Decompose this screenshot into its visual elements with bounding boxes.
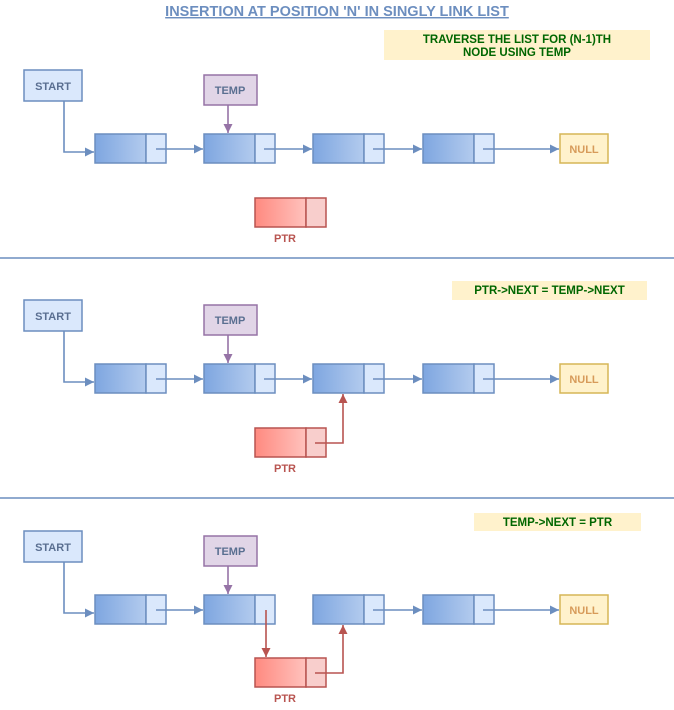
list-node-4-data-cell [422, 594, 475, 625]
next-arrow-head [413, 144, 422, 154]
ptr-node-data-cell [254, 197, 307, 228]
ptr-label: PTR [274, 693, 296, 705]
null-label: NULL [569, 374, 599, 386]
start-arrow-head [85, 147, 94, 157]
next-arrow-head [303, 144, 312, 154]
null-box [559, 363, 609, 394]
list-node-1-data-cell [94, 133, 147, 164]
temp-label: TEMP [215, 546, 246, 558]
list-node-2-data-cell [203, 594, 256, 625]
next-arrow-head [413, 374, 422, 384]
ptr-next-arrow-head [338, 394, 348, 403]
next-arrow-head [194, 144, 203, 154]
ptr-next-arrow-head [338, 625, 348, 634]
ptr-label: PTR [274, 233, 296, 245]
step-note-text: NODE USING TEMP [463, 47, 571, 59]
temp-box [203, 535, 258, 567]
list-node-1-data-cell [94, 363, 147, 394]
list-node-2-next-cell [254, 594, 276, 625]
next-arrow-head [194, 605, 203, 615]
list-node-3-data-cell [312, 363, 365, 394]
step-note-text: TEMP->NEXT = PTR [503, 517, 613, 529]
step-panel-3: TEMP->NEXT = PTR START TEMP NULL PTR [23, 513, 641, 705]
list-node-1-data-cell [94, 594, 147, 625]
temp-arrow-head [223, 124, 233, 133]
list-node-2-data-cell [203, 133, 256, 164]
ptr-next-arrow [315, 625, 344, 674]
temp-box [203, 74, 258, 106]
start-arrow [63, 562, 94, 614]
start-label: START [35, 542, 71, 554]
ptr-next-arrow [315, 394, 344, 444]
list-node-4-data-cell [422, 363, 475, 394]
start-arrow [63, 331, 94, 383]
start-box [23, 69, 83, 102]
null-label: NULL [569, 605, 599, 617]
step-panel-2: PTR->NEXT = TEMP->NEXT START TEMP NULL PTR [23, 281, 647, 475]
ptr-node-data-cell [254, 657, 307, 688]
start-box [23, 299, 83, 332]
list-node-4-data-cell [422, 133, 475, 164]
start-box [23, 530, 83, 563]
ptr-label: PTR [274, 463, 296, 475]
start-arrow-head [85, 377, 94, 387]
start-label: START [35, 81, 71, 93]
step-note-text: TRAVERSE THE LIST FOR (N-1)TH [423, 34, 611, 46]
null-box [559, 594, 609, 625]
null-label: NULL [569, 144, 599, 156]
next-arrow-head [550, 144, 559, 154]
next-arrow-head [303, 374, 312, 384]
temp-next-to-ptr-arrow-head [261, 648, 271, 657]
start-arrow [63, 101, 94, 153]
ptr-node-data-cell [254, 427, 307, 458]
list-node-3-data-cell [312, 133, 365, 164]
start-arrow-head [85, 608, 94, 618]
diagram-title: INSERTION AT POSITION 'N' IN SINGLY LINK… [165, 4, 509, 20]
step-note-box [474, 513, 641, 531]
temp-label: TEMP [215, 315, 246, 327]
null-box [559, 133, 609, 164]
next-arrow-head [550, 605, 559, 615]
next-arrow-head [550, 374, 559, 384]
step-note-box [384, 30, 650, 60]
step-note-box [452, 281, 647, 300]
ptr-node-next-cell [305, 197, 327, 228]
temp-arrow-head [223, 585, 233, 594]
list-node-3-data-cell [312, 594, 365, 625]
temp-label: TEMP [215, 85, 246, 97]
next-arrow-head [194, 374, 203, 384]
step-note-text: PTR->NEXT = TEMP->NEXT [474, 285, 624, 297]
list-node-2-data-cell [203, 363, 256, 394]
start-label: START [35, 311, 71, 323]
temp-box [203, 304, 258, 336]
temp-arrow-head [223, 354, 233, 363]
next-arrow-head [413, 605, 422, 615]
